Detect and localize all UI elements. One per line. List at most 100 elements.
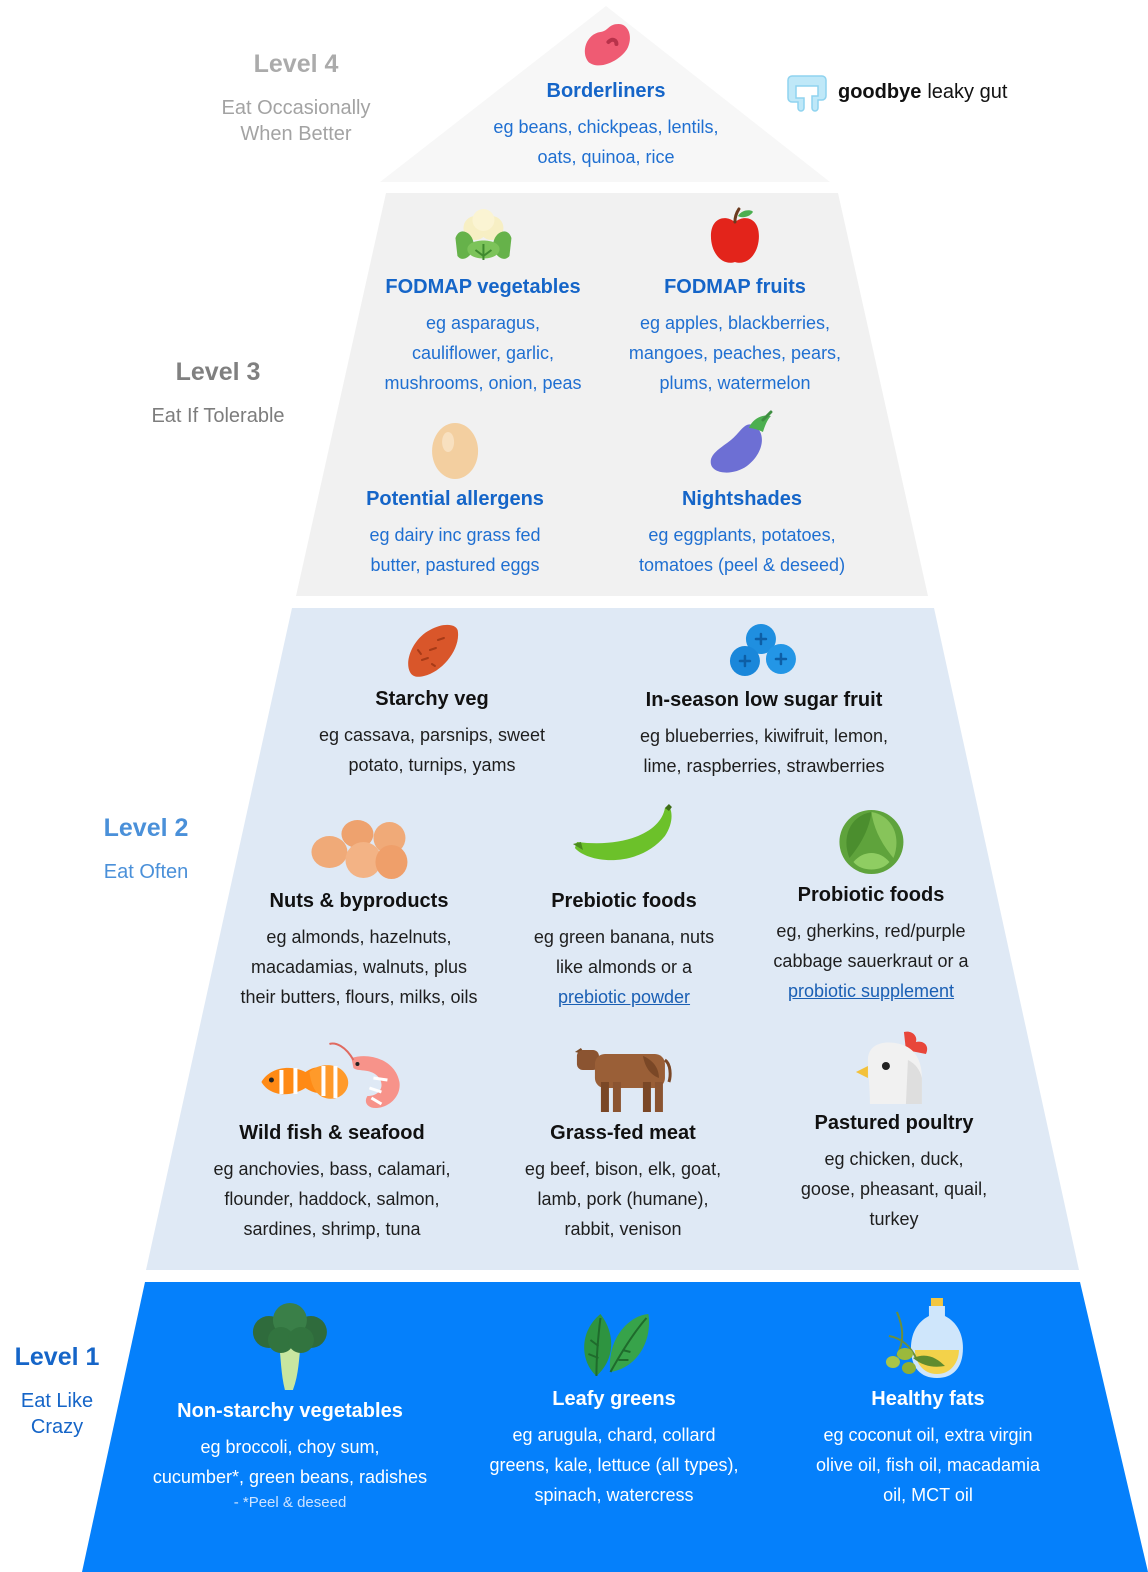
blueberries-icon [729,624,796,676]
intestine-icon [787,75,827,112]
example-line: oats, quinoa, rice [537,147,675,167]
category-pastured-poultry: Pastured poultry eg chicken, duck, goose… [801,1030,987,1234]
category-examples: eg cassava, parsnips, sweet potato, turn… [319,720,545,780]
example-line: eg dairy inc grass fed [369,525,541,545]
category-examples: eg eggplants, potatoes, tomatoes (peel &… [639,520,845,580]
tier-level-4 [380,6,830,182]
brand-logo: goodbye leaky gut [786,72,1007,112]
category-starchy-veg: Starchy veg eg cassava, parsnips, sweet … [319,620,545,780]
example-line: butter, pastured eggs [370,555,540,575]
tier-level-1 [82,1282,1148,1572]
level-4-subtitle-line: When Better [240,123,352,145]
level-2-subtitle: Eat Often [66,859,226,885]
category-title: Healthy fats [871,1388,985,1410]
category-examples: eg chicken, duck, goose, pheasant, quail… [801,1144,987,1234]
level-4-title: Level 4 [253,50,339,78]
category-fodmap-vegetables: FODMAP vegetables eg asparagus, cauliflo… [384,208,582,398]
example-line: eg beef, bison, elk, goat, [524,1159,722,1179]
example-line: tomatoes (peel & deseed) [638,555,846,575]
example-line: like almonds or a [555,957,693,977]
probiotic-supplement-link[interactable]: probiotic supplement [787,981,955,1001]
category-potential-allergens: Potential allergens eg dairy inc grass f… [366,418,544,580]
brand-name-bold: goodbye [838,80,922,103]
example-line: eg apples, blackberries, [639,313,831,333]
example-line: eg cassava, parsnips, sweet [318,725,546,745]
category-low-sugar-fruit: In-season low sugar fruit eg blueberries… [640,621,888,781]
example-line: eg, gherkins, red/purple [776,921,966,941]
category-examples: eg broccoli, choy sum, cucumber*, green … [153,1432,427,1492]
sweet-potato-icon [408,624,459,677]
example-line: eg chicken, duck, [824,1149,964,1169]
category-title: Non-starchy vegetables [177,1400,403,1422]
example-line: eg asparagus, [425,313,541,333]
level-2-title: Level 2 [103,814,189,842]
example-line: lime, raspberries, strawberries [643,756,885,776]
category-title: Grass-fed meat [550,1122,696,1144]
example-line: eg green banana, nuts [533,927,715,947]
category-title: Pastured poultry [814,1112,974,1134]
category-title: Borderliners [546,80,666,102]
category-examples: eg, gherkins, red/purple cabbage sauerkr… [773,916,968,1006]
example-line: oil, MCT oil [883,1485,973,1505]
example-line: olive oil, fish oil, macadamia [815,1455,1041,1475]
fish-shrimp-icon [261,1042,400,1108]
example-line: eg blueberries, kiwifruit, lemon, [639,726,889,746]
category-examples: eg beans, chickpeas, lentils, oats, quin… [493,112,718,172]
example-line: eg broccoli, choy sum, [200,1437,380,1457]
category-borderliners: Borderliners eg beans, chickpeas, lentil… [493,22,719,172]
example-line: sardines, shrimp, tuna [243,1219,421,1239]
category-examples: eg blueberries, kiwifruit, lemon, lime, … [640,721,888,781]
example-line: spinach, watercress [534,1485,694,1505]
example-line: eg arugula, chard, collard [512,1425,716,1445]
chicken-icon [856,1031,928,1104]
category-examples: eg beef, bison, elk, goat, lamb, pork (h… [525,1154,721,1244]
category-non-starchy-vegetables: Non-starchy vegetables eg broccoli, choy… [153,1302,427,1514]
example-line: rabbit, venison [564,1219,682,1239]
category-examples: eg coconut oil, extra virgin olive oil, … [816,1420,1040,1510]
category-examples: eg dairy inc grass fed butter, pastured … [366,520,544,580]
brand-name-light: leaky gut [927,80,1008,103]
broccoli-icon [252,1303,327,1390]
category-title: Wild fish & seafood [239,1122,425,1144]
example-line: eg eggplants, potatoes, [648,525,836,545]
level-1-subtitle: Eat Like Crazy [0,1388,114,1440]
example-line: turkey [869,1209,919,1229]
level-3-title: Level 3 [175,358,261,386]
example-line: plums, watermelon [659,373,811,393]
example-line: eg coconut oil, extra virgin [823,1425,1033,1445]
olive-oil-icon [885,1298,963,1378]
cabbage-icon [838,810,903,874]
leafy-greens-icon [583,1314,649,1377]
bean-icon [584,24,630,66]
example-line: goose, pheasant, quail, [800,1179,988,1199]
category-examples: eg apples, blackberries, mangoes, peache… [629,308,841,398]
tier-level-3 [296,193,928,596]
eggplant-icon [710,410,773,473]
category-nuts: Nuts & byproducts eg almonds, hazelnuts,… [240,812,478,1012]
example-line: eg almonds, hazelnuts, [266,927,452,947]
category-healthy-fats: Healthy fats eg coconut oil, extra virgi… [816,1296,1040,1510]
example-line: cucumber*, green beans, radishes [152,1467,428,1487]
category-title: Nightshades [681,488,803,510]
level-1-subtitle-line: Eat Like [20,1390,94,1412]
level-1-title: Level 1 [14,1343,100,1371]
example-line: potato, turnips, yams [348,755,516,775]
example-line: mangoes, peaches, pears, [628,343,842,363]
cow-icon [574,1048,672,1112]
category-title: FODMAP fruits [664,276,806,298]
category-title: In-season low sugar fruit [645,689,883,711]
example-line: greens, kale, lettuce (all types), [489,1455,739,1475]
category-examples: eg green banana, nuts like almonds or a … [534,922,714,1012]
level-1-subtitle-line: Crazy [30,1416,84,1438]
footnote-peel-deseed: - *Peel & deseed [233,1494,347,1511]
example-line: eg beans, chickpeas, lentils, [493,117,719,137]
category-probiotic-foods: Probiotic foods eg, gherkins, red/purple… [773,804,969,1006]
category-examples: eg arugula, chard, collard greens, kale,… [489,1420,738,1510]
nuts-icon [310,820,407,879]
category-examples: eg asparagus, cauliflower, garlic, mushr… [384,308,581,398]
egg-icon [432,423,478,479]
example-line: cauliflower, garlic, [411,343,555,363]
prebiotic-powder-link[interactable]: prebiotic powder [557,987,691,1007]
category-title: Probiotic foods [797,884,945,906]
example-line: cabbage sauerkraut or a [773,951,969,971]
